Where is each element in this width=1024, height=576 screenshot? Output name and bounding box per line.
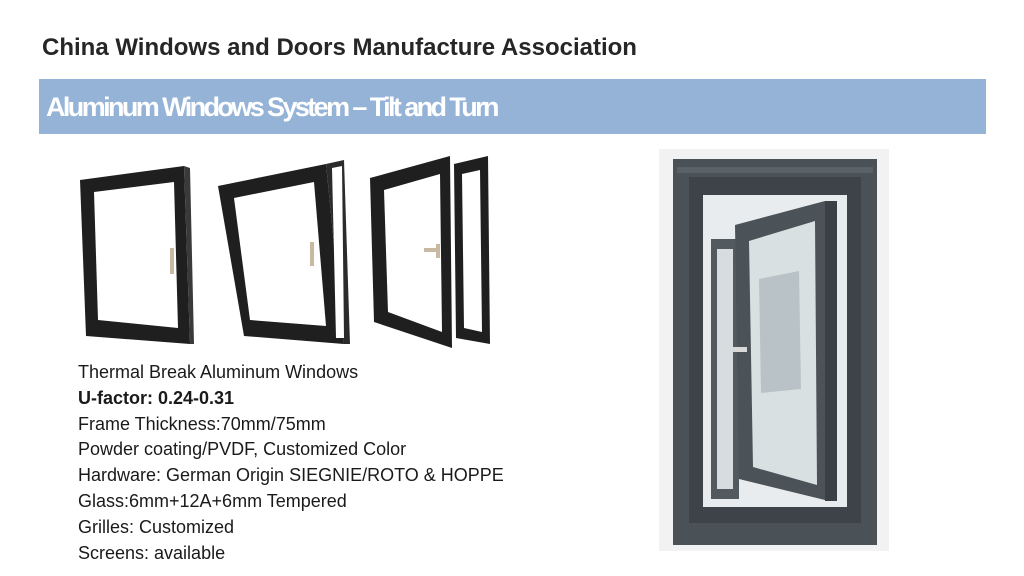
window-tilted-image (218, 160, 350, 344)
installed-window-photo (659, 149, 889, 551)
window-turned-image (370, 156, 490, 348)
specifications-list: Thermal Break Aluminum Windows U-factor:… (78, 360, 504, 566)
spec-u-factor: U-factor: 0.24-0.31 (78, 387, 235, 408)
spec-coating: Powder coating/PVDF, Customized Color (78, 439, 407, 460)
spec-product-type: Thermal Break Aluminum Windows (78, 362, 359, 382)
slide-title: Aluminum Windows System – Tilt and Turn (46, 92, 500, 122)
spec-glass: Glass:6mm+12A+6mm Tempered (78, 490, 347, 511)
spec-screens: Screens: available (78, 542, 226, 563)
title-banner: Aluminum Windows System – Tilt and Turn (39, 79, 986, 134)
spec-hardware: Hardware: German Origin SIEGNIE/ROTO & H… (78, 465, 504, 486)
organization-title: China Windows and Doors Manufacture Asso… (42, 34, 637, 61)
window-closed-image (80, 166, 194, 344)
spec-frame-thickness: Frame Thickness:70mm/75mm (78, 413, 326, 434)
spec-grilles: Grilles: Customized (78, 516, 235, 537)
